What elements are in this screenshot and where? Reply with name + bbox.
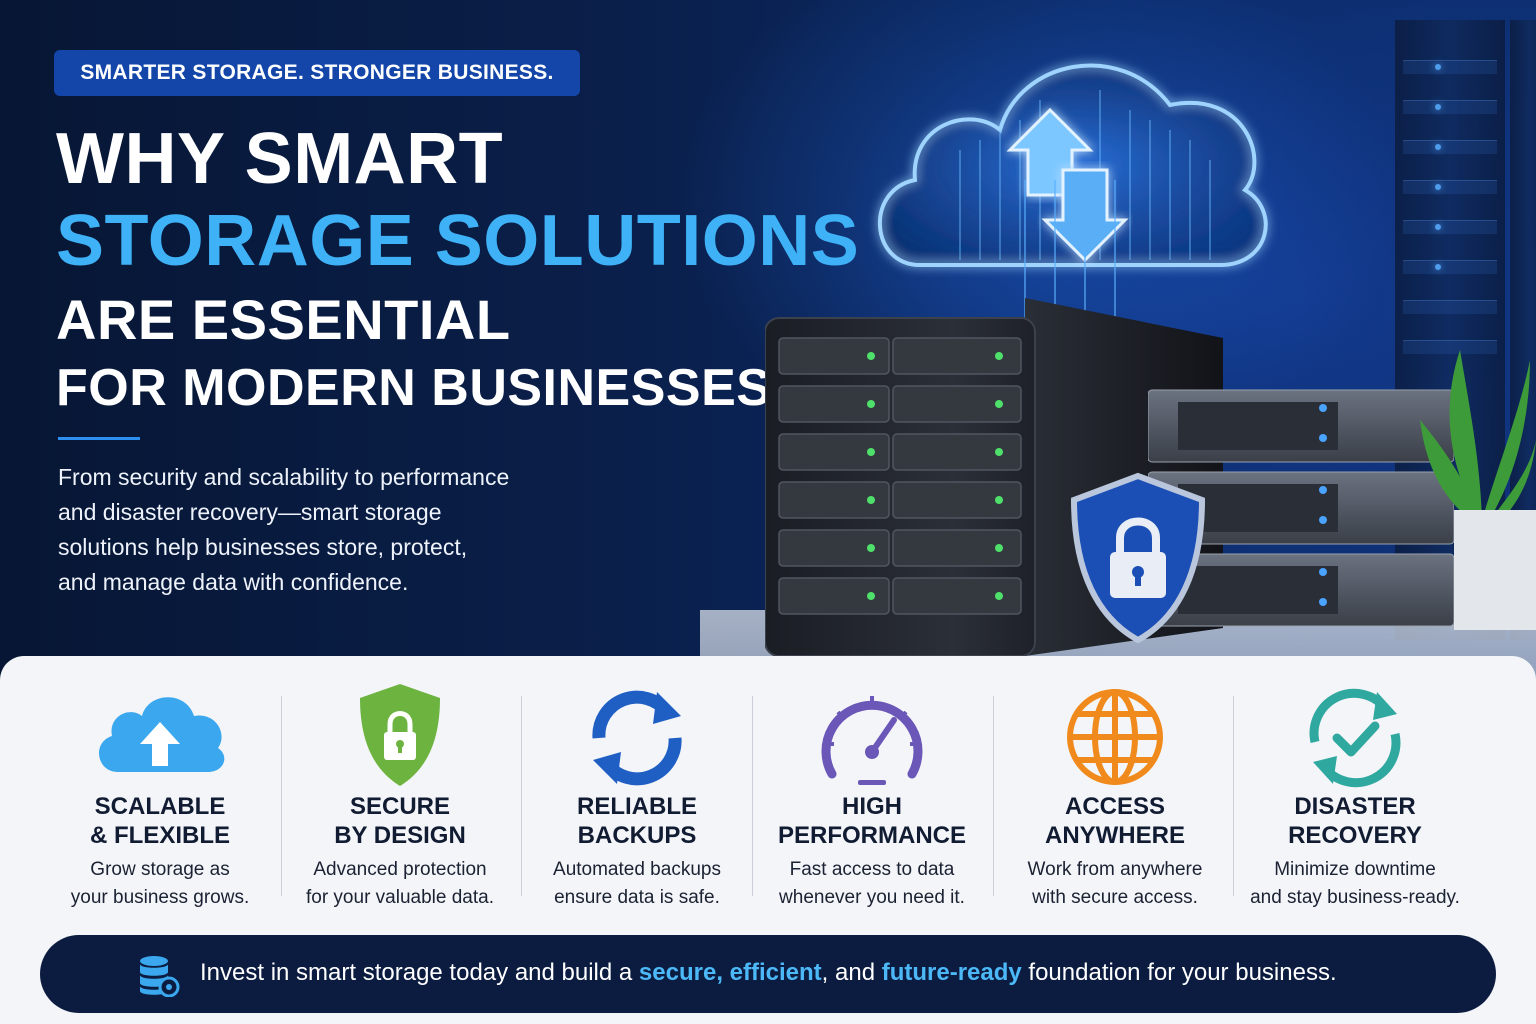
nas-server-illustration [765, 298, 1223, 656]
rack-servers-illustration [1148, 389, 1454, 627]
hero-banner: SMARTER STORAGE. STRONGER BUSINESS. WHY … [0, 0, 1536, 700]
tagline-badge: SMARTER STORAGE. STRONGER BUSINESS. [54, 50, 580, 96]
security-shield-icon [1070, 472, 1206, 644]
headline-line-4: FOR MODERN BUSINESSES [56, 359, 772, 417]
intro-line: solutions help businesses store, protect… [58, 534, 468, 560]
accent-bar [58, 437, 140, 440]
recovery-check-icon [1309, 688, 1401, 788]
cta-banner: Invest in smart storage today and build … [40, 935, 1496, 1013]
feature-divider [1233, 696, 1234, 896]
headline-line-2: STORAGE SOLUTIONS [56, 201, 860, 281]
sync-arrows-icon [592, 690, 682, 786]
cta-text: Invest in smart storage today and build … [200, 959, 1337, 986]
feature-divider [521, 696, 522, 896]
cloud-sync-icon [878, 63, 1268, 267]
shield-lock-icon [360, 684, 440, 786]
intro-line: and manage data with confidence. [58, 569, 409, 595]
speedometer-icon [821, 696, 923, 785]
headline-line-1: WHY SMART [56, 119, 504, 199]
feature-title: SCALABLE& FLEXIBLE [89, 793, 230, 849]
cloud-upload-icon [99, 697, 225, 772]
headline-line-3: ARE ESSENTIAL [56, 288, 511, 351]
intro-paragraph: From security and scalability to perform… [58, 460, 578, 600]
globe-icon [1067, 689, 1163, 785]
plant-decoration [1420, 350, 1536, 630]
database-icon [140, 956, 180, 997]
cta-highlight: secure, efficient [638, 959, 822, 986]
cta-highlight: future-ready [881, 959, 1022, 986]
intro-line: From security and scalability to perform… [58, 464, 510, 490]
feature-divider [281, 696, 282, 896]
feature-divider [993, 696, 994, 896]
intro-line: and disaster recovery—smart storage [58, 499, 442, 525]
feature-divider [752, 696, 753, 896]
